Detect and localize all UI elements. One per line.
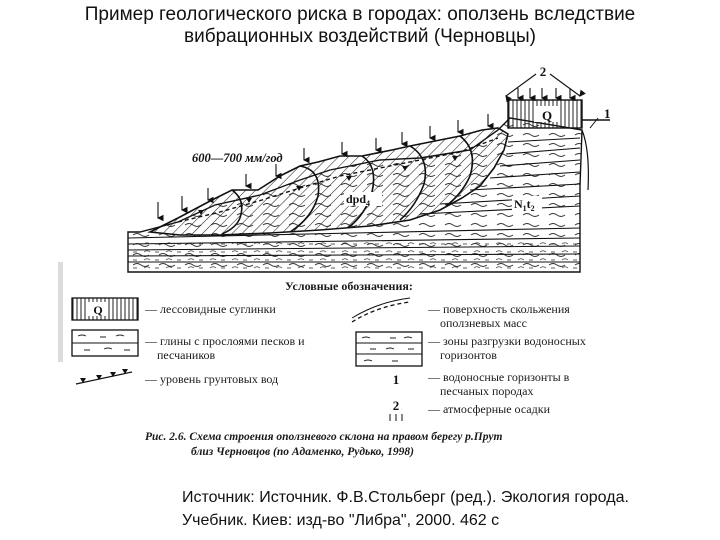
legend-precip-text: — атмосферные осадки [428, 402, 550, 416]
legend-slip-surface [351, 301, 411, 323]
slip-block-boundaries [221, 135, 474, 235]
callout-2-label: 2 [540, 64, 547, 79]
slip-surface [177, 137, 499, 223]
scan-edge-mark [58, 262, 63, 362]
callout-1-line [589, 117, 599, 129]
figure-caption: Рис. 2.6. Схема строения оползневого скл… [145, 430, 605, 460]
loess-label: Q [542, 108, 552, 123]
source-note-line-1: Источник: Источник. Ф.В.Стольберг (ред.)… [182, 489, 629, 506]
groundwater-marks [198, 156, 458, 215]
callout-2-lines [505, 73, 586, 103]
slide-title: Пример геологического риска в городах: о… [60, 4, 660, 48]
slide-title-line-1: Пример геологического риска в городах: о… [84, 4, 636, 25]
landslide-body [147, 127, 509, 236]
precipitation-rate-label: 600—700 мм/год [192, 151, 283, 165]
figure-caption-line-2: близ Черновцов (по Адаменко, Рудько, 199… [191, 446, 415, 458]
legend-groundwater-text: — уровень грунтовых вод [145, 372, 279, 386]
legend-aquifer-text: — водоносные горизонты в песчаных порода… [428, 370, 570, 398]
legend-loess-text: — лессовидные суглинки [145, 302, 276, 316]
neogene-label: N1t2 [514, 197, 535, 213]
legend-aquifer-symbol: 1 [393, 372, 400, 387]
precipitation-arrows [156, 88, 576, 222]
callout-1-label: 1 [604, 106, 611, 121]
figure-caption-line-1: Рис. 2.6. Схема строения оползневого скл… [145, 431, 503, 443]
legend-precip-symbol: 2 [393, 398, 400, 413]
source-note-line-2: Учебник. Киев: изд-во "Либра", 2000. 462… [182, 512, 500, 529]
legend-heading: Условные обозначения: [285, 279, 413, 293]
legend-loess-symbol: Q [93, 303, 102, 317]
source-note: Источник: Источник. Ф.В.Стольберг (ред.)… [182, 486, 702, 532]
legend-slip-text: — поверхность скольжения оползневых масс [428, 302, 570, 330]
legend-discharge-text: — зоны разгрузки водоносных горизонтов [428, 334, 586, 362]
cross-section: Q [127, 99, 610, 273]
legend-clays-text: — глины с прослоями песков и песчаников [145, 334, 305, 362]
legend-groundwater-line [75, 371, 133, 385]
slide-title-line-2: вибрационных воздействий (Черновцы) [184, 26, 536, 47]
dpd-label: dpd4 [346, 192, 370, 208]
legend-symbols: Q 1 2 [71, 297, 423, 421]
